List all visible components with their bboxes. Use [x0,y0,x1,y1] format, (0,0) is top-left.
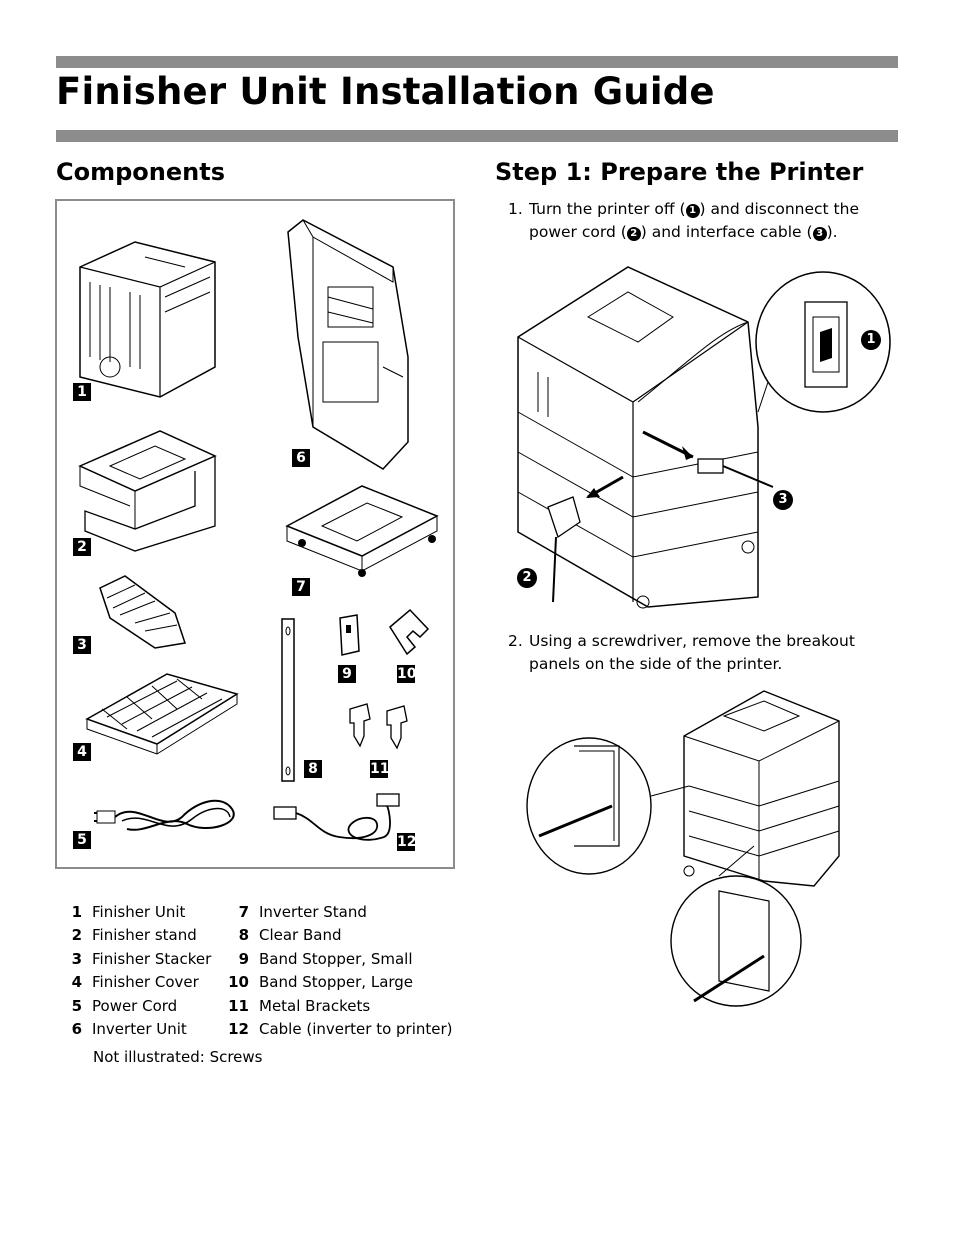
badge-8: 8 [304,760,322,778]
power-cord-illustration [94,799,235,831]
page-title: Finisher Unit Installation Guide [56,70,715,113]
callout-3: 3 [773,490,793,510]
badge-12: 12 [397,833,417,851]
power-switch-marker: 1 [685,204,700,218]
badge-3: 3 [73,636,91,654]
not-illustrated-note: Not illustrated: Screws [93,1048,263,1066]
components-panel: 1 2 3 4 5 6 7 [55,199,455,869]
step1-instruction-2: 2.Using a screwdriver, remove the breako… [508,632,855,673]
inverter-stand-illustration [285,485,439,577]
finisher-cover-illustration [85,673,239,755]
top-rule [56,56,898,68]
callout-2: 2 [517,568,537,588]
badge-5: 5 [73,831,91,849]
badge-10: 10 [397,665,417,683]
clear-band-illustration [281,618,295,782]
finisher-stacker-illustration [99,575,186,649]
title-rule [56,130,898,142]
finisher-unit-illustration [79,241,216,398]
badge-2: 2 [73,538,91,556]
badge-9: 9 [338,665,356,683]
step1-instruction-1: 1.Turn the printer off (1) and disconnec… [508,200,859,241]
band-stopper-large-illustration [389,608,430,656]
inverter-unit-illustration [287,219,409,470]
interface-cable-marker: 3 [812,227,827,241]
band-stopper-small-illustration [339,614,360,656]
interface-cable-illustration [273,793,400,841]
power-cord-marker: 2 [626,227,641,241]
badge-11: 11 [370,760,390,778]
finisher-stand-illustration [78,430,217,552]
breakout-panels-illustration [526,690,840,1007]
badge-7: 7 [292,578,310,596]
badge-6: 6 [292,449,310,467]
printer-disconnect-illustration [517,266,891,609]
badge-1: 1 [73,383,91,401]
step1-heading: Step 1: Prepare the Printer [495,158,864,186]
metal-brackets-illustration [349,703,408,750]
badge-4: 4 [73,743,91,761]
components-heading: Components [56,158,225,186]
callout-1: 1 [861,330,881,350]
